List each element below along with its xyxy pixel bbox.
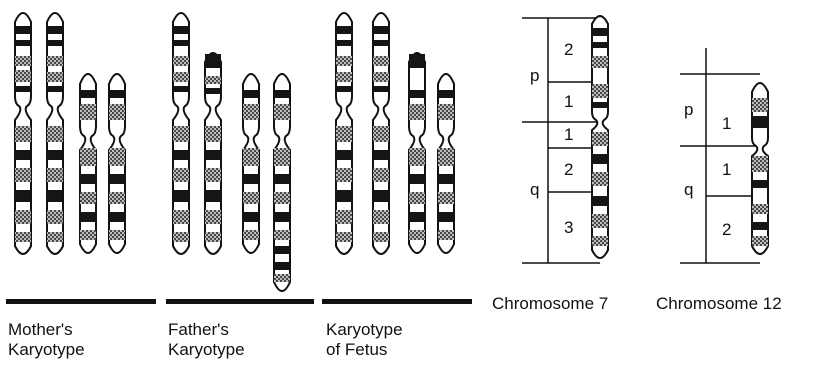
chr12-arm-q: q: [684, 180, 693, 200]
mother-karyotype-label: Mother's Karyotype: [8, 320, 85, 360]
mother-chromosome-7b: [47, 13, 63, 254]
mother-chromosome-12a: [80, 74, 96, 253]
chr7-region-p2: 2: [564, 40, 573, 60]
father-label-line1: Father's: [168, 320, 245, 340]
fetus-chromosome-12b: [438, 74, 454, 253]
father-label-line2: Karyotype: [168, 340, 245, 360]
chr12-arm-p: p: [684, 100, 693, 120]
father-group-bar: [166, 299, 314, 304]
fetus-label-line1: Karyotype: [326, 320, 403, 340]
father-chromosome-12-derivative: [274, 74, 290, 291]
chr7-region-p1: 1: [564, 92, 573, 112]
fetus-karyotype-chromosomes: [336, 13, 454, 254]
chr7-region-q1: 1: [564, 125, 573, 145]
chr7-region-q2: 2: [564, 160, 573, 180]
fetus-group-bar: [322, 299, 472, 304]
fetus-chromosome-7a: [336, 13, 352, 254]
mother-karyotype-chromosomes: [15, 13, 125, 254]
chromosome-7-title: Chromosome 7: [492, 294, 608, 314]
chr7-region-q3: 3: [564, 218, 573, 238]
father-chromosome-7-derivative: [205, 53, 221, 254]
chr12-region-q1: 1: [722, 160, 731, 180]
father-karyotype-label: Father's Karyotype: [168, 320, 245, 360]
father-karyotype-chromosomes: [173, 13, 290, 291]
father-chromosome-7-normal: [173, 13, 189, 254]
chr7-arm-p: p: [530, 66, 539, 86]
fetus-karyotype-label: Karyotype of Fetus: [326, 320, 403, 360]
chr12-region-p1: 1: [722, 114, 731, 134]
mother-label-line1: Mother's: [8, 320, 85, 340]
fetus-chromosome-7b: [373, 13, 389, 254]
chromosome-12-title: Chromosome 12: [656, 294, 782, 314]
fetus-chromosome-12a: [409, 53, 425, 253]
chr12-region-q2: 2: [722, 220, 731, 240]
mother-label-line2: Karyotype: [8, 340, 85, 360]
father-chromosome-12-normal: [243, 74, 259, 253]
chr7-arm-q: q: [530, 180, 539, 200]
mother-chromosome-12b: [109, 74, 125, 253]
fetus-label-line2: of Fetus: [326, 340, 403, 360]
mother-chromosome-7a: [15, 13, 31, 254]
mother-group-bar: [6, 299, 156, 304]
